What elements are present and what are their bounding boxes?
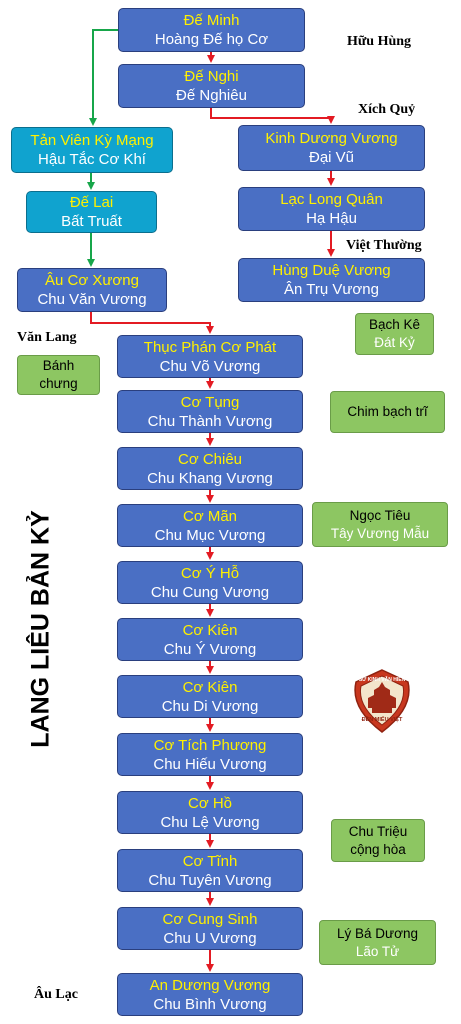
note-line2: Lão Tử — [355, 943, 400, 959]
chain-node-10: Cơ Tĩnh Chu Tuyên Vương — [117, 849, 303, 892]
note-line2: Tây Vương Mẫu — [330, 525, 430, 541]
chain-node-6: Cơ Kiên Chu Ý Vương — [117, 618, 303, 661]
vertical-title-text: LANG LIÊU BẢN KỶ — [26, 510, 55, 748]
chain-node-1: Thục Phán Cơ Phát Chu Võ Vương — [117, 335, 303, 378]
note-bach-ke: Bạch Kê Đát Kỷ — [355, 313, 434, 355]
node-title: Chu Lệ Vương — [160, 813, 260, 831]
node-de-nghi: Đế Nghi Đế Nghiêu — [118, 64, 305, 108]
node-title: Hạ Hậu — [306, 210, 357, 227]
label-viet-thuong: Việt Thường — [346, 238, 422, 253]
node-title: Hoàng Đế họ Cơ — [154, 31, 269, 48]
green-arrow-de-minh-tan-vien — [89, 29, 118, 126]
node-lac-long: Lạc Long Quân Hạ Hậu — [238, 187, 425, 231]
red-arrow-de-nghi-kinh-duong — [210, 108, 335, 124]
node-name: Cơ Mãn — [182, 507, 238, 525]
node-name: Cơ Kiên — [182, 678, 238, 696]
node-name: Cơ Chiêu — [177, 450, 243, 468]
node-tan-vien: Tản Viên Kỳ Mạng Hậu Tắc Cơ Khí — [11, 127, 173, 173]
chain-node-12: An Dương Vương Chu Bình Vương — [117, 973, 303, 1016]
note-line1: Lý Bá Dương — [337, 925, 418, 941]
note-line2: chưng — [39, 376, 78, 391]
note-ngoc-tieu: Ngọc Tiêu Tây Vương Mẫu — [312, 502, 448, 547]
node-title: Chu Khang Vương — [147, 469, 273, 487]
node-title: Hậu Tắc Cơ Khí — [38, 151, 146, 168]
node-title: Chu U Vương — [163, 929, 257, 947]
node-name: Cơ Cung Sinh — [162, 910, 258, 928]
node-name: Cơ Tích Phương — [153, 736, 267, 754]
node-title: Chu Võ Vương — [159, 357, 261, 375]
note-line1: Bánh — [42, 358, 75, 373]
node-name: Cơ Tĩnh — [182, 852, 238, 870]
note-banh-chung: Bánh chưng — [17, 355, 100, 395]
chain-node-9: Cơ Hồ Chu Lệ Vương — [117, 791, 303, 834]
temple-seal-logo: SỬ KINH VĂN HIẾN ĐỀN MIẾU VIỆT — [354, 669, 410, 733]
note-line1: Ngọc Tiêu — [349, 507, 411, 523]
chain-node-2: Cơ Tụng Chu Thành Vương — [117, 390, 303, 433]
node-title: Chu Mục Vương — [154, 526, 266, 544]
node-name: Cơ Hồ — [187, 794, 232, 812]
node-title: Đế Nghiêu — [176, 87, 247, 104]
label-huu-hung: Hữu Hùng — [347, 34, 412, 49]
node-name: Cơ Ý Hỗ — [180, 564, 240, 582]
node-name: Tản Viên Kỳ Mạng — [30, 132, 154, 149]
label-xich-quy: Xích Quỷ — [358, 102, 416, 117]
node-title: Đại Vũ — [308, 149, 355, 166]
node-name: Đế Nghi — [184, 68, 239, 85]
label-au-lac: Âu Lạc — [34, 987, 78, 1002]
chain-node-5: Cơ Ý Hỗ Chu Cung Vương — [117, 561, 303, 604]
note-line1: Chu Triệu — [348, 823, 408, 839]
node-title: Chu Tuyên Vương — [148, 871, 272, 889]
note-line1: Bạch Kê — [368, 317, 421, 332]
chain-node-3: Cơ Chiêu Chu Khang Vương — [117, 447, 303, 490]
node-name: Hùng Duệ Vương — [272, 262, 391, 279]
chain-node-7: Cơ Kiên Chu Di Vương — [117, 675, 303, 718]
node-name: Cơ Tụng — [180, 393, 240, 411]
node-title: Chu Bình Vương — [153, 995, 267, 1013]
note-line1: Chim bạch trĩ — [347, 404, 428, 419]
chain-node-11: Cơ Cung Sinh Chu U Vương — [117, 907, 303, 950]
node-name: Lạc Long Quân — [280, 191, 383, 208]
node-title: Chu Văn Vương — [37, 291, 147, 308]
node-title: Ân Trụ Vương — [284, 281, 379, 298]
node-title: Chu Thành Vương — [147, 412, 273, 430]
node-title: Chu Cung Vương — [150, 583, 270, 601]
chain-node-8: Cơ Tích Phương Chu Hiếu Vương — [117, 733, 303, 776]
seal-top-text: SỬ KINH VĂN HIẾN — [359, 676, 406, 683]
node-title: Chu Hiếu Vương — [153, 755, 267, 773]
note-chim-bach-tri: Chim bạch trĩ — [330, 391, 445, 433]
node-name: Thục Phán Cơ Phát — [143, 338, 277, 356]
node-title: Chu Di Vương — [161, 697, 259, 715]
node-de-lai: Đế Lai Bất Truất — [26, 191, 157, 233]
node-name: Đế Minh — [183, 12, 240, 29]
node-name: An Dương Vương — [149, 976, 271, 994]
node-title: Chu Ý Vương — [163, 640, 257, 658]
seal-bottom-text: ĐỀN MIẾU VIỆT — [362, 715, 403, 723]
node-name: Đế Lai — [69, 194, 114, 211]
node-name: Âu Cơ Xương — [45, 272, 139, 289]
note-chu-trieu: Chu Triệu cộng hòa — [331, 819, 425, 862]
node-kinh-duong: Kinh Dương Vương Đại Vũ — [238, 125, 425, 171]
chain-node-4: Cơ Mãn Chu Mục Vương — [117, 504, 303, 547]
note-ly-ba-duong: Lý Bá Dương Lão Tử — [319, 920, 436, 965]
node-title: Bất Truất — [61, 213, 122, 230]
red-arrow-au-co-thuc-phan — [90, 312, 214, 334]
node-name: Kinh Dương Vương — [265, 130, 398, 147]
node-hung-due: Hùng Duệ Vương Ân Trụ Vương — [238, 258, 425, 302]
note-line2: cộng hòa — [350, 841, 406, 857]
note-line2: Đát Kỷ — [374, 335, 415, 350]
node-au-co: Âu Cơ Xương Chu Văn Vương — [17, 268, 167, 312]
label-van-lang: Văn Lang — [17, 330, 77, 345]
node-de-minh: Đế Minh Hoàng Đế họ Cơ — [118, 8, 305, 52]
node-name: Cơ Kiên — [182, 621, 238, 639]
